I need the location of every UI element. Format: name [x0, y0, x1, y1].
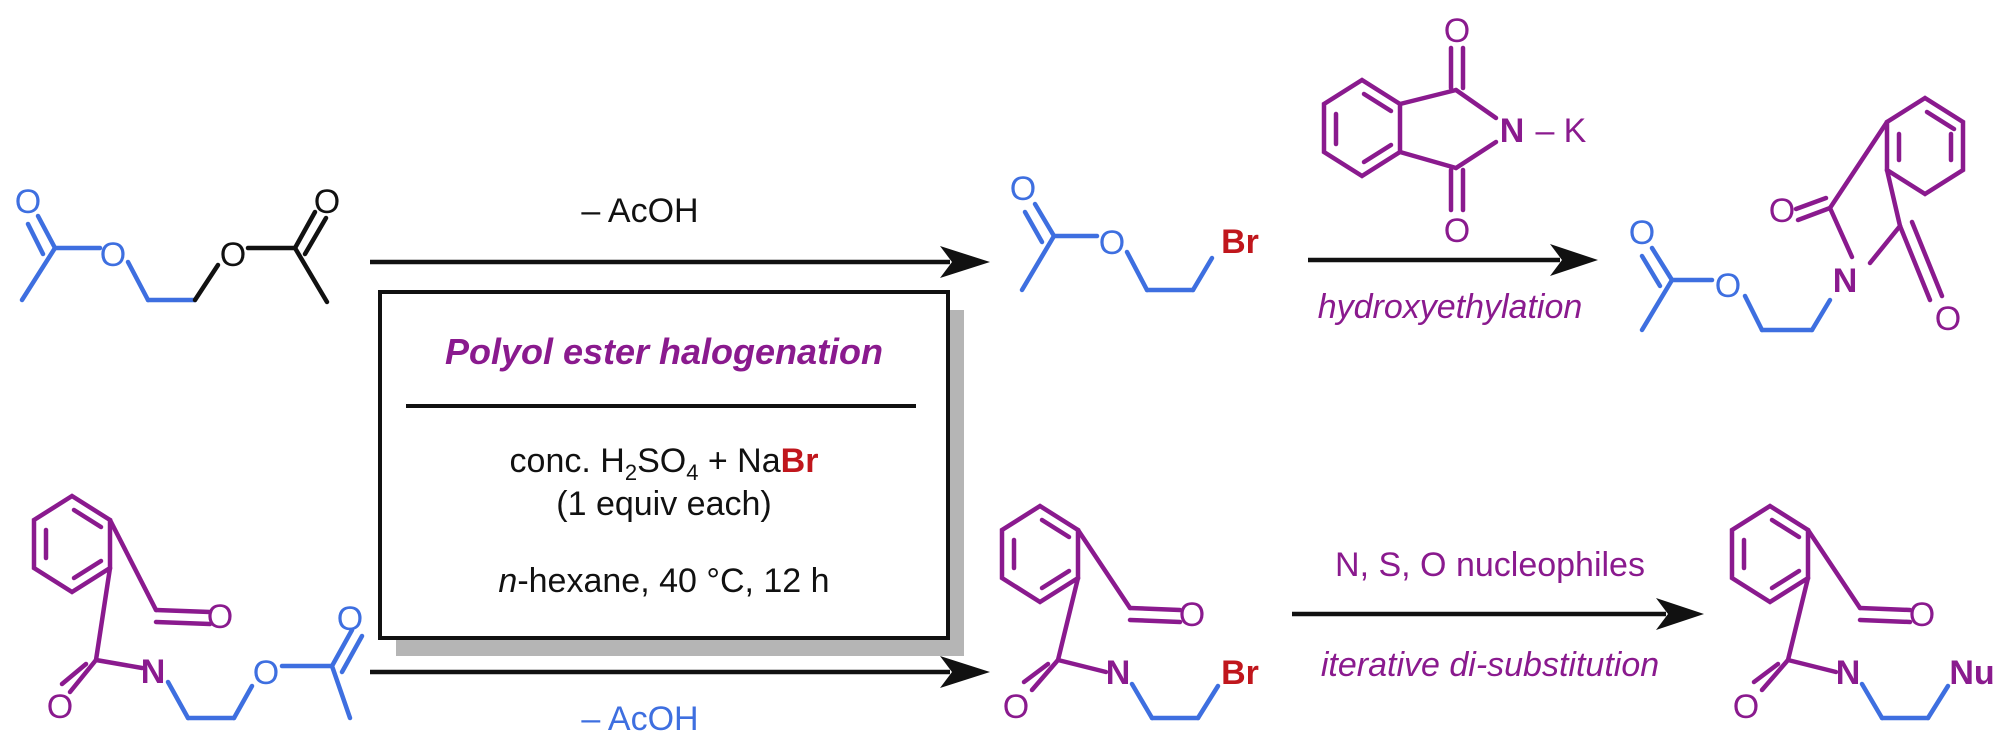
- blue-ethyl-chain: [1859, 681, 1951, 721]
- box-reagent-line: conc. H2SO4 + NaBr: [510, 442, 819, 485]
- nitrogen-label: N: [141, 653, 166, 691]
- carbonyl-oxygen-label: O: [207, 598, 233, 636]
- ester-oxygen-label: O: [100, 236, 126, 274]
- carbonyl-oxygen-label: O: [1010, 170, 1036, 208]
- purple-phthalimide: [1729, 503, 1913, 693]
- black-acetate-fragment: [192, 209, 330, 305]
- blue-acetyl-fragment: [19, 213, 198, 303]
- nitrogen-label: N: [1106, 654, 1131, 692]
- potassium-label: K: [1564, 112, 1587, 150]
- nucleophile-ethyl-phthalimide: [1729, 503, 1951, 721]
- carbonyl-oxygen-label: O: [1444, 12, 1470, 50]
- carbonyl-oxygen-label: O: [47, 688, 73, 726]
- ester-oxygen-label: O: [1099, 224, 1125, 262]
- bottom-arrow-label: – AcOH: [581, 700, 698, 738]
- carbonyl-oxygen-label: O: [1769, 192, 1795, 230]
- carbonyl-oxygen-label: O: [1444, 212, 1470, 250]
- top-right-arrow-label: hydroxyethylation: [1318, 288, 1583, 326]
- phthalimidoethyl-acetate-bottom: [31, 493, 365, 721]
- ethylene-glycol-diacetate: [19, 209, 330, 305]
- ester-oxygen-label: O: [1715, 267, 1741, 305]
- carbonyl-oxygen-label: O: [1179, 596, 1205, 634]
- purple-phthalimide: [1793, 95, 1966, 303]
- phthalimidoethyl-acetate: [1639, 95, 1966, 333]
- bromoethyl-phthalimide: [999, 503, 1221, 721]
- top-right-reaction-arrow: [1308, 244, 1598, 276]
- nitrogen-label: N: [1500, 112, 1525, 150]
- top-reaction-arrow: [370, 246, 990, 278]
- bromoethyl-acetate: [1019, 201, 1215, 293]
- bromine-label: Br: [1221, 654, 1259, 692]
- carbonyl-oxygen-label: O: [15, 183, 41, 221]
- carbonyl-oxygen-label: O: [1629, 214, 1655, 252]
- carbonyl-oxygen-label: O: [1935, 300, 1961, 338]
- carbonyl-oxygen-label: O: [1909, 596, 1935, 634]
- box-title: Polyol ester halogenation: [445, 331, 883, 372]
- nitrogen-label: N: [1833, 262, 1858, 300]
- box-equiv-line: (1 equiv each): [556, 485, 771, 523]
- box-frame: [378, 290, 950, 640]
- carbonyl-oxygen-label: O: [337, 600, 363, 638]
- ester-oxygen-label: O: [220, 236, 246, 274]
- carbonyl-oxygen-label: O: [1733, 688, 1759, 726]
- carbonyl-oxygen-label: O: [1003, 688, 1029, 726]
- ester-oxygen-label: O: [253, 654, 279, 692]
- bottom-right-reaction-arrow: [1292, 598, 1704, 630]
- box-solvent-line: n-hexane, 40 °C, 12 h: [498, 562, 829, 600]
- bottom-reaction-arrow: [370, 656, 990, 688]
- purple-phthalimide: [31, 493, 213, 695]
- blue-acetate-chain: [165, 627, 365, 721]
- nucleophile-label: Nu: [1949, 654, 1994, 692]
- potassium-phthalimide: [1321, 45, 1499, 213]
- nitrogen-label: N: [1836, 654, 1861, 692]
- conditions-box: Polyol ester halogenation conc. H2SO4 + …: [378, 290, 964, 656]
- bottom-right-arrow-label-below: iterative di-substitution: [1321, 646, 1659, 684]
- blue-acetate-chain: [1639, 245, 1833, 333]
- purple-phthalimide: [999, 503, 1183, 693]
- bottom-right-arrow-label-above: N, S, O nucleophiles: [1335, 546, 1645, 584]
- bromine-label: Br: [1221, 223, 1259, 261]
- carbonyl-oxygen-label: O: [314, 183, 340, 221]
- blue-ethyl-chain: [1129, 681, 1221, 721]
- bond-dash: –: [1536, 112, 1555, 150]
- top-arrow-label: – AcOH: [581, 192, 698, 230]
